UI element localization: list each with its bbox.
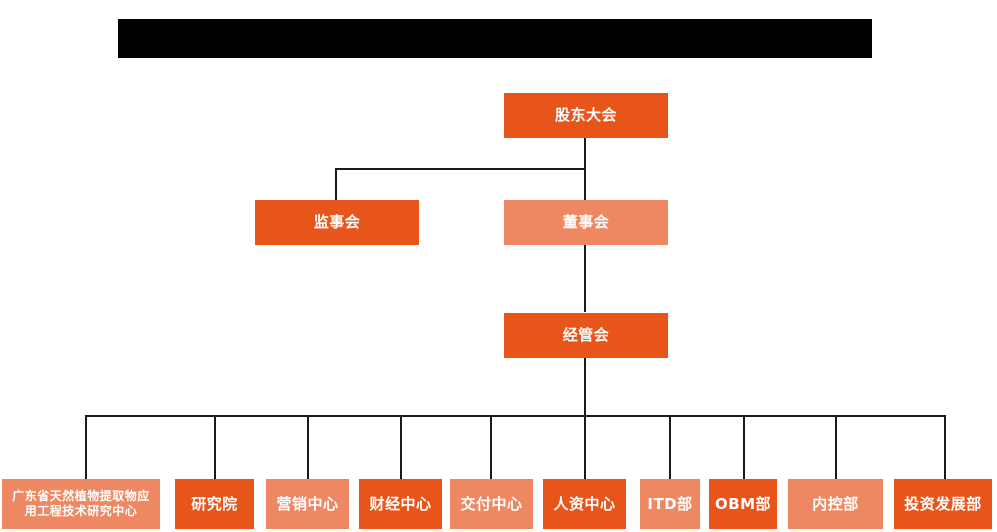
node-dept-marketing-center-label: 营销中心 [276,494,339,513]
node-dept-research-institute-label: 研究院 [191,494,238,513]
node-dept-obm-label: OBM部 [714,494,772,513]
node-shareholders-meeting[interactable]: 股东大会 [504,93,668,138]
node-dept-finance-center-label: 财经中心 [369,494,432,513]
node-dept-marketing-center[interactable]: 营销中心 [266,479,349,529]
connector-drop-dept-4 [490,415,492,479]
node-dept-hr-center-label: 人资中心 [553,494,616,513]
node-dept-research-center-label: 广东省天然植物提取物应用工程技术研究中心 [2,489,160,519]
node-supervisory-board[interactable]: 监事会 [255,200,419,245]
connector-shareholders-down [584,138,586,243]
connector-drop-dept-8 [835,415,837,479]
connector-supervisory-drop [335,168,337,200]
redacted-title-bar [118,19,872,58]
node-supervisory-board-label: 监事会 [313,213,361,232]
node-shareholders-meeting-label: 股东大会 [554,106,617,125]
node-management-committee[interactable]: 经管会 [504,313,668,358]
node-dept-research-center-line1: 广东省天然植物提取物应 [12,489,150,503]
connector-management-to-bus [584,357,586,417]
connector-shareholders-horizontal [335,168,585,170]
connector-drop-dept-6 [669,415,671,479]
connector-drop-dept-0 [85,415,87,479]
node-board-of-directors[interactable]: 董事会 [504,200,668,245]
node-dept-hr-center[interactable]: 人资中心 [543,479,626,529]
node-dept-itd-label: ITD部 [647,494,693,513]
connector-drop-dept-5 [584,415,586,479]
node-board-of-directors-label: 董事会 [562,213,610,232]
node-dept-research-institute[interactable]: 研究院 [175,479,254,529]
node-dept-itd[interactable]: ITD部 [640,479,700,529]
connector-drop-dept-1 [214,415,216,479]
connector-drop-dept-7 [743,415,745,479]
connector-department-bus [85,415,946,417]
node-dept-research-center-line2: 用工程技术研究中心 [24,504,138,518]
node-dept-delivery-center-label: 交付中心 [460,494,523,513]
node-dept-obm[interactable]: OBM部 [709,479,777,529]
connector-directors-to-management [584,242,586,312]
node-dept-internal-control[interactable]: 内控部 [788,479,883,529]
node-dept-investment-development-label: 投资发展部 [904,494,982,513]
connector-drop-dept-3 [400,415,402,479]
connector-drop-dept-2 [307,415,309,479]
node-dept-internal-control-label: 内控部 [812,494,859,513]
node-dept-research-center[interactable]: 广东省天然植物提取物应用工程技术研究中心 [2,479,160,529]
node-dept-investment-development[interactable]: 投资发展部 [894,479,992,529]
node-dept-delivery-center[interactable]: 交付中心 [450,479,533,529]
connector-drop-dept-9 [944,415,946,479]
node-dept-finance-center[interactable]: 财经中心 [359,479,442,529]
node-management-committee-label: 经管会 [562,326,610,345]
